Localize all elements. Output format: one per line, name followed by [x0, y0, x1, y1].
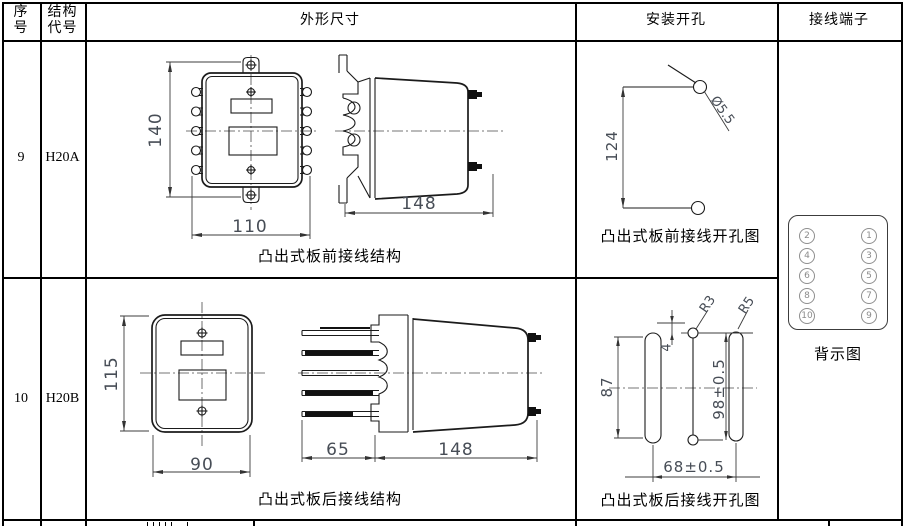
- terminal-2: 2: [799, 228, 815, 244]
- terminal-7: 7: [861, 288, 877, 304]
- h20b-front-view-drawing: [120, 302, 265, 477]
- h20a-front-view-drawing: [166, 55, 318, 239]
- h20b-mounting-holes-drawing: [609, 309, 760, 482]
- grid-col-outline: [575, 2, 577, 526]
- dim-h20a-width: 110: [232, 217, 268, 237]
- terminal-4: 4: [799, 248, 815, 264]
- terminal-3: 3: [861, 248, 877, 264]
- dim-h20b-slot-length: 87: [598, 376, 616, 398]
- grid-top-border: [2, 2, 903, 4]
- h20b-side-view-drawing: [298, 314, 542, 462]
- terminal-diagram: 2 4 6 8 10 1 3 5 7 9: [788, 215, 888, 330]
- dim-h20b-hole-offset: 4: [659, 343, 675, 352]
- grid-stub-next-row-b: [828, 519, 830, 526]
- row10-mounting-caption: 凸出式板后接线开孔图: [600, 493, 761, 509]
- grid-header-divider: [2, 40, 903, 42]
- left-terminal-lugs: [190, 86, 203, 176]
- dim-h20b-width: 90: [190, 455, 214, 475]
- rear-terminal-profile: [338, 54, 361, 204]
- dim-h20a-depth: 148: [401, 194, 437, 214]
- grid-row-divider: [2, 277, 779, 279]
- mounting-hole-bottom: [687, 434, 699, 446]
- terminal-8: 8: [799, 288, 815, 304]
- row9-outline-caption: 凸出式板前接线结构: [257, 249, 402, 265]
- terminal-5: 5: [861, 268, 877, 284]
- terminal-9: 9: [861, 308, 877, 324]
- dim-h20b-pitch-horizontal: 68±0.5: [663, 458, 725, 476]
- mounting-hole-top: [687, 327, 699, 339]
- right-terminal-lugs: [300, 86, 313, 176]
- h20a-mounting-holes-drawing: [621, 64, 730, 216]
- terminal-6: 6: [799, 268, 815, 284]
- grid-col-mounting: [777, 2, 779, 519]
- cutoff-glyph-tick: [171, 522, 172, 526]
- dim-h20b-depth: 148: [438, 440, 474, 460]
- cutoff-glyph-tick: [187, 522, 188, 526]
- dim-h20b-stud-length: 65: [326, 440, 350, 460]
- dim-h20b-pitch-vertical: 98±0.5: [710, 358, 728, 420]
- mounting-slot-right: [728, 331, 744, 442]
- row10-serial: 10: [14, 391, 28, 406]
- header-code: 结构 代号: [47, 5, 78, 36]
- mounting-hole-top: [692, 79, 708, 95]
- grid-col-serial: [40, 2, 42, 526]
- mounting-slot-left: [644, 332, 662, 444]
- header-mounting: 安装开孔: [646, 13, 706, 28]
- grid-right-border: [901, 2, 903, 526]
- cutoff-glyph-tick: [153, 522, 154, 526]
- row10-code: H20B: [45, 391, 80, 406]
- header-serial: 序 号: [13, 5, 29, 36]
- row9-serial: 9: [17, 150, 25, 165]
- grid-bottom-divider: [2, 519, 903, 521]
- terminal-10: 10: [799, 308, 815, 324]
- terminal-studs: [301, 327, 379, 418]
- row9-mounting-caption: 凸出式板前接线开孔图: [600, 229, 761, 245]
- header-terminals: 接线端子: [809, 13, 869, 28]
- row9-code: H20A: [45, 150, 80, 165]
- row10-outline-caption: 凸出式板后接线结构: [257, 492, 402, 508]
- terminal-1: 1: [861, 228, 877, 244]
- cutoff-glyph-tick: [165, 522, 166, 526]
- dim-h20a-height: 140: [146, 112, 166, 148]
- grid-stub-next-row-a: [253, 519, 255, 526]
- h20a-side-view-drawing: [335, 54, 505, 217]
- header-outline: 外形尺寸: [300, 13, 360, 28]
- dim-h20a-hole-pitch: 124: [603, 130, 621, 162]
- cutoff-glyph-tick: [147, 522, 148, 526]
- terminal-diagram-caption: 背示图: [813, 347, 862, 363]
- grid-col-code: [85, 2, 87, 526]
- mounting-hole-bottom: [690, 200, 706, 216]
- grid-left-border: [2, 2, 4, 526]
- cutoff-glyph-tick: [159, 522, 160, 526]
- dim-h20b-height: 115: [102, 356, 122, 392]
